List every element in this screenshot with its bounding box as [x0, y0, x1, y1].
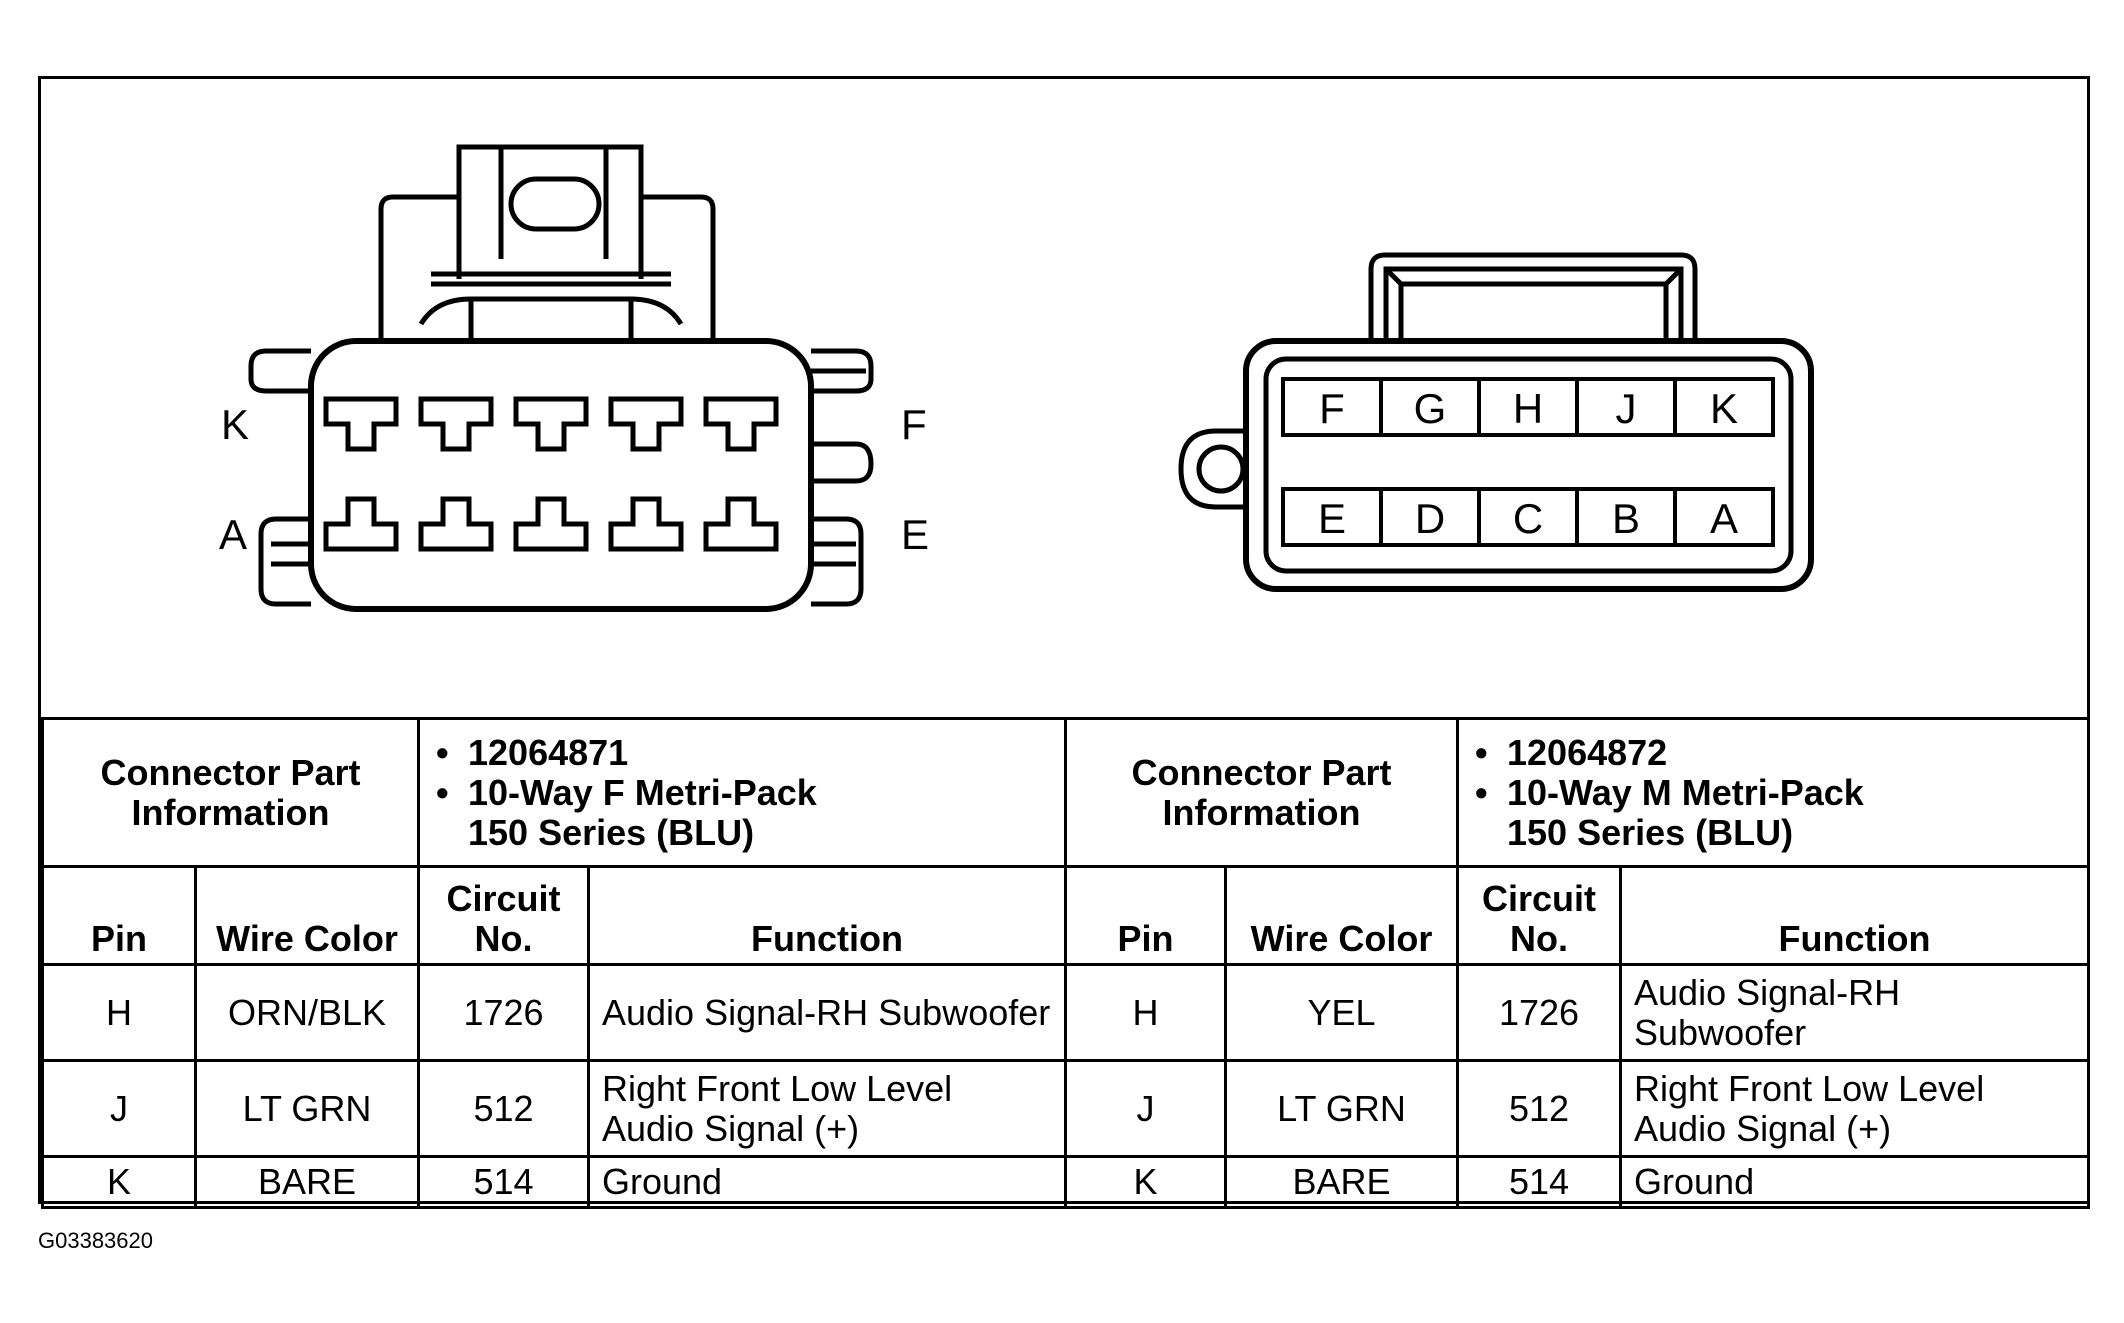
table-row: J LT GRN 512 Right Front Low Level Audio…	[41, 1059, 2091, 1158]
right-wire-color: LT GRN	[1224, 1059, 1460, 1158]
female-label-k: K	[221, 401, 249, 448]
left-header-wire-color: Wire Color	[194, 865, 420, 966]
right-header-function: Function	[1619, 865, 2091, 966]
table-row: K BARE 514 Ground K BARE 514 Ground	[41, 1155, 2091, 1209]
male-pin-e: E	[1318, 495, 1346, 542]
right-header-circuit: Circuit No.	[1456, 865, 1623, 966]
male-pin-g: G	[1414, 385, 1447, 432]
left-header-function: Function	[586, 865, 1068, 966]
right-function: Ground	[1619, 1155, 2091, 1209]
left-function: Audio Signal-RH Subwoofer	[586, 963, 1068, 1062]
left-part-number: 12064871	[432, 732, 1052, 773]
right-pin: K	[1064, 1155, 1228, 1209]
left-desc-line2: 150 Series (BLU)	[468, 811, 755, 853]
figure-frame: K A F E	[38, 76, 2091, 1209]
right-desc-line2: 150 Series (BLU)	[1507, 811, 1794, 853]
left-wire-color: LT GRN	[194, 1059, 420, 1158]
male-pin-labels: F G H J K E D C B A	[1318, 385, 1738, 542]
connector-diagram: K A F E	[41, 79, 2087, 719]
right-part-info-label: Connector Part Information	[1064, 717, 1460, 868]
left-function: Ground	[586, 1155, 1068, 1209]
header-row: Pin Wire Color Circuit No. Function Pin …	[41, 865, 2091, 966]
male-pin-c: C	[1513, 495, 1543, 542]
right-pin: J	[1064, 1059, 1228, 1158]
female-connector	[248, 144, 874, 612]
right-part-number: 12064872	[1471, 732, 2075, 773]
left-pin: H	[41, 963, 197, 1062]
right-circuit: 514	[1456, 1155, 1623, 1209]
male-pin-b: B	[1612, 495, 1640, 542]
male-pin-grid	[1281, 377, 1775, 547]
right-header-pin: Pin	[1064, 865, 1228, 966]
connector-drawing: K A F E	[219, 144, 1814, 612]
left-header-circuit: Circuit No.	[417, 865, 590, 966]
left-pin: J	[41, 1059, 197, 1158]
right-circuit: 512	[1456, 1059, 1623, 1158]
female-label-f: F	[901, 401, 927, 448]
left-circuit: 514	[417, 1155, 590, 1209]
male-pin-h: H	[1513, 385, 1543, 432]
male-pin-f: F	[1319, 385, 1345, 432]
left-function: Right Front Low Level Audio Signal (+)	[586, 1059, 1068, 1158]
female-label-a: A	[219, 511, 247, 558]
figure-id: G03383620	[38, 1228, 153, 1253]
male-pin-j: J	[1616, 385, 1637, 432]
right-function: Audio Signal-RH Subwoofer	[1619, 963, 2091, 1062]
left-circuit: 512	[417, 1059, 590, 1158]
left-wire-color: BARE	[194, 1155, 420, 1209]
female-label-e: E	[901, 511, 929, 558]
left-part-info-label: Connector Part Information	[41, 717, 420, 868]
right-wire-color: YEL	[1224, 963, 1460, 1062]
right-desc-line1: 10-Way M Metri-Pack	[1507, 771, 1864, 813]
left-header-pin: Pin	[41, 865, 197, 966]
right-circuit: 1726	[1456, 963, 1623, 1062]
right-wire-color: BARE	[1224, 1155, 1460, 1209]
male-pin-d: D	[1415, 495, 1445, 542]
male-connector	[1178, 252, 1814, 592]
pinout-table: Connector Part Information 12064871 10-W…	[41, 717, 2091, 1209]
right-header-wire-color: Wire Color	[1224, 865, 1460, 966]
right-pin: H	[1064, 963, 1228, 1062]
part-info-row: Connector Part Information 12064871 10-W…	[41, 717, 2091, 868]
male-pin-k: K	[1710, 385, 1738, 432]
male-pin-a: A	[1710, 495, 1738, 542]
female-cavities	[323, 396, 779, 552]
right-function: Right Front Low Level Audio Signal (+)	[1619, 1059, 2091, 1158]
left-circuit: 1726	[417, 963, 590, 1062]
left-wire-color: ORN/BLK	[194, 963, 420, 1062]
left-desc-line1: 10-Way F Metri-Pack	[468, 771, 817, 813]
table-row: H ORN/BLK 1726 Audio Signal-RH Subwoofer…	[41, 963, 2091, 1062]
left-pin: K	[41, 1155, 197, 1209]
